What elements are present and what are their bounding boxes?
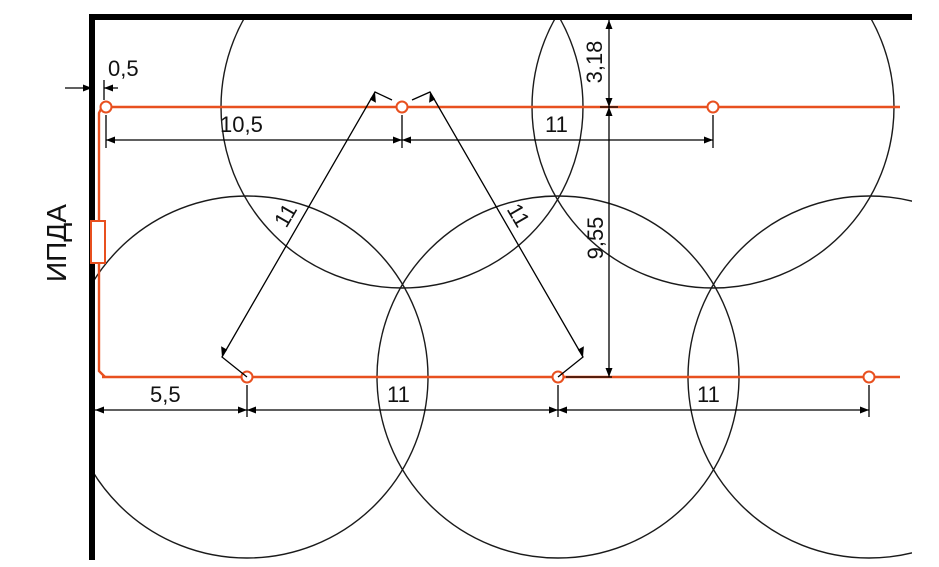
dim-label-row-spacing: 9,55 xyxy=(583,217,608,260)
dim-label-top-second: 11 xyxy=(545,112,568,137)
arrow-head xyxy=(605,107,613,116)
arrow-head xyxy=(221,346,228,357)
arrow-head xyxy=(549,406,558,414)
arrow-head xyxy=(247,406,256,414)
arrow-head xyxy=(393,136,402,144)
arrow-head xyxy=(106,136,115,144)
dimension-lines xyxy=(65,20,870,417)
arrow-head xyxy=(83,84,92,92)
sampling-point xyxy=(99,100,113,114)
dim-label-bottom-third: 11 xyxy=(697,382,720,407)
sampling-point xyxy=(395,100,409,114)
dim-label-bottom-first: 5,5 xyxy=(150,382,181,407)
sampling-point xyxy=(706,100,720,114)
dim-label-top-vertical: 3,18 xyxy=(582,41,607,84)
arrow-head xyxy=(429,92,436,103)
arrow-head xyxy=(860,406,869,414)
arrow-head xyxy=(704,136,713,144)
arrow-head xyxy=(402,136,411,144)
arrow-head xyxy=(605,20,613,29)
dimension-labels: 0,5 10,5 11 3,18 9,55 11 11 5,5 11 11 ИП… xyxy=(41,41,720,407)
sampling-point xyxy=(862,370,876,384)
wall-outline xyxy=(89,14,912,560)
dim-label-offset: 0,5 xyxy=(108,56,139,81)
pipe-network xyxy=(90,100,900,384)
wall-label: ИПДА xyxy=(41,204,72,282)
arrow-head xyxy=(95,406,104,414)
arrow-head xyxy=(104,84,113,92)
dim-line-diagonal-right xyxy=(411,91,584,378)
dim-label-top-first: 10,5 xyxy=(220,112,263,137)
detector-unit-box xyxy=(90,220,106,264)
arrow-head xyxy=(605,368,613,377)
arrow-head xyxy=(558,406,567,414)
arrow-head xyxy=(238,406,247,414)
arrow-head xyxy=(605,98,613,107)
arrow-head xyxy=(369,92,376,103)
dim-line-diagonal-left xyxy=(221,91,393,378)
dim-label-bottom-second: 11 xyxy=(387,382,410,407)
coverage-circles xyxy=(92,18,912,559)
arrow-head xyxy=(577,346,584,357)
